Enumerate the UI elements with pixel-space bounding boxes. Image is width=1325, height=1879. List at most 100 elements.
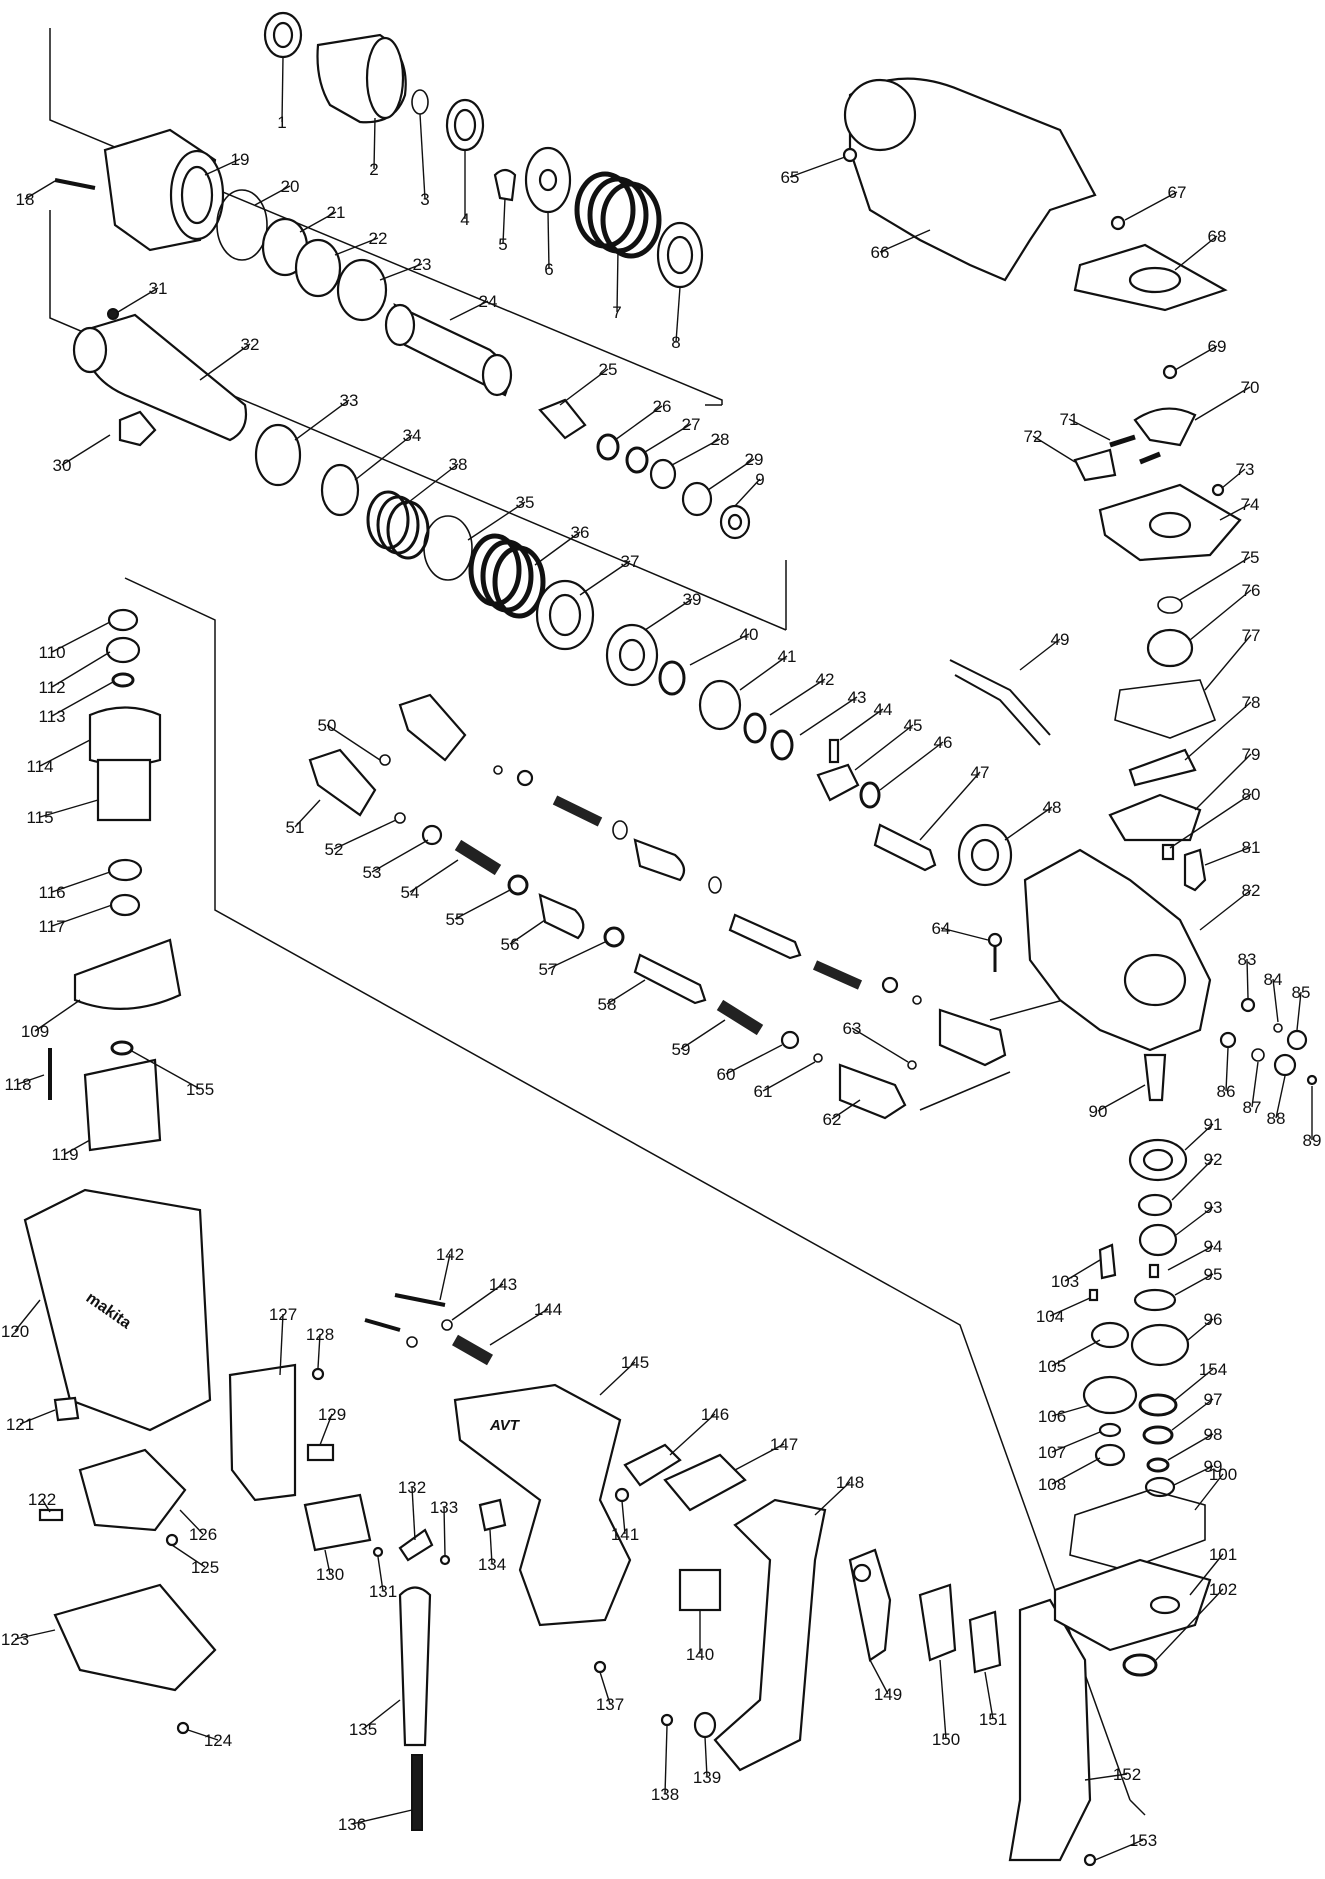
part-label-67: 67 [1168,183,1187,202]
leader-line-8 [675,286,681,343]
part-117 [109,893,141,917]
leader-line-105 [1051,1339,1101,1367]
part-label-42: 42 [816,670,835,689]
leader-line-90 [1097,1084,1146,1112]
part-67-screw [1110,215,1126,231]
leader-line-134 [489,1529,493,1565]
part-label-70: 70 [1241,378,1260,397]
part-label-38: 38 [449,455,468,474]
part-label-98: 98 [1204,1425,1223,1444]
part-149-top [852,1563,872,1583]
leader-line-59 [680,1019,726,1050]
part-label-133: 133 [430,1498,458,1517]
part-label-53: 53 [363,863,382,882]
part-label-113: 113 [38,707,65,726]
leader-line-136 [351,1809,413,1825]
part-label-92: 92 [1204,1150,1223,1169]
leader-line-146 [669,1413,716,1456]
part-137-screw [593,1660,607,1674]
leader-line-142 [439,1253,451,1301]
leader-line-109 [34,999,81,1032]
part-142-screw [394,1293,446,1307]
part-125-screw [165,1533,179,1547]
part-label-134: 134 [478,1555,506,1574]
piston-section [308,659,1051,1120]
part-146 [623,1443,682,1487]
leader-line-65 [789,156,846,178]
leader-line-41 [739,655,788,691]
part-32-barrel [83,313,248,442]
part-label-146: 146 [701,1405,729,1424]
leader-line-135 [362,1699,401,1730]
part-label-56: 56 [501,935,520,954]
part-63 [907,1060,917,1070]
part-label-40: 40 [740,625,759,644]
part-103 [1098,1243,1117,1280]
part-5-key [493,168,517,202]
part-33-sleeve [254,423,302,487]
leader-line-88 [1275,1075,1286,1119]
part-label-118: 118 [4,1075,31,1094]
part-label-8: 8 [671,333,680,352]
leader-line-37 [579,560,631,596]
part-152-grip [1008,1598,1092,1862]
leader-line-27 [644,423,692,453]
leader-line-40 [689,633,750,666]
part-138-screw [660,1713,674,1727]
part-label-108: 108 [1038,1475,1066,1494]
part-label-88: 88 [1267,1109,1286,1128]
part-label-30: 30 [53,456,72,475]
leader-line-127 [279,1313,284,1376]
part-50 [379,754,391,766]
part-78 [1128,748,1197,787]
leader-line-107 [1051,1431,1101,1453]
leader-line-112 [51,651,111,688]
leader-line-93 [1175,1206,1214,1236]
part-label-104: 104 [1036,1307,1064,1326]
part-label-83: 83 [1238,950,1257,969]
part-43 [770,729,794,761]
part-128-screw [311,1367,325,1381]
part-86 [1219,1031,1237,1049]
part-label-55: 55 [446,910,465,929]
part-155 [110,1040,134,1056]
leader-line-53 [371,839,429,873]
leader-line-66 [879,229,931,253]
leader-line-49 [1019,638,1061,671]
part-61 [813,1053,823,1063]
part-label-52: 52 [325,840,344,859]
part-label-59: 59 [672,1040,691,1059]
part-label-148: 148 [836,1473,864,1492]
part-label-73: 73 [1236,460,1255,479]
part-87 [1251,1048,1265,1062]
leader-line-74 [1219,503,1251,521]
gear-stack-section [1053,1138,1212,1677]
part-23-ring [336,258,388,322]
part-label-37: 37 [621,552,640,571]
part-label-25: 25 [599,360,618,379]
leader-line-36 [534,531,581,566]
part-60 [780,1030,800,1050]
top-cover-section [842,77,1242,861]
part-130 [303,1493,372,1552]
part-144-spring [452,1334,493,1366]
part-51 [308,748,377,817]
leader-line-100 [1194,1473,1224,1511]
leader-line-25 [559,368,609,406]
part-label-41: 41 [778,647,797,666]
part-label-7: 7 [612,303,621,322]
part-label-20: 20 [281,177,300,196]
part-label-72: 72 [1024,427,1043,446]
part-label-90: 90 [1089,1102,1108,1121]
part-45 [816,763,860,802]
leader-line-124 [187,1729,219,1741]
part-44-pin [828,738,840,764]
leader-line-9 [734,478,761,507]
leader-line-139 [704,1736,708,1778]
leader-line-76 [1189,589,1252,641]
part-label-145: 145 [621,1353,649,1372]
part-label-89: 89 [1303,1131,1322,1150]
leader-line-47 [919,771,981,841]
part-85 [1286,1029,1308,1051]
